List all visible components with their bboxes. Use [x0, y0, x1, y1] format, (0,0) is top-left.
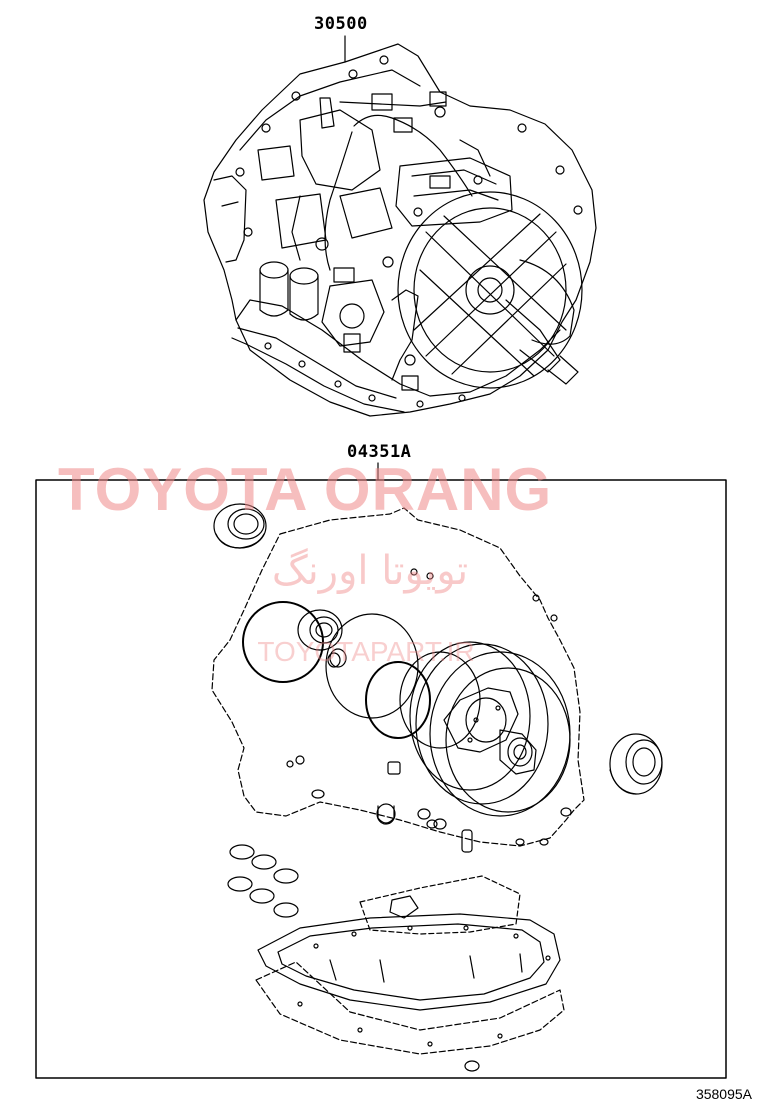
part-number-transaxle[interactable]: 30500 — [314, 14, 368, 34]
small-o-rings — [227, 844, 299, 918]
gasket-kit-drawing — [211, 503, 663, 1072]
watermark-brand: TOYOTA ORANG — [58, 456, 553, 523]
oil-seal-right — [609, 733, 663, 795]
drain-plug-gasket — [464, 1060, 480, 1072]
o-ring-large — [242, 601, 324, 683]
part-number-gasket-kit[interactable]: 04351A — [347, 442, 412, 462]
oil-seal-left — [213, 503, 267, 549]
oil-seal-small — [297, 609, 343, 651]
oil-pan — [257, 913, 561, 1011]
small-plugs — [376, 803, 473, 853]
transaxle-assembly-drawing — [203, 43, 597, 417]
watermark-site: TOYOTAPART.IR — [257, 636, 475, 667]
gasket-kit-frame — [35, 479, 727, 1079]
diagram-code: 358095A — [695, 1086, 752, 1102]
watermark-brand-persian: تویوتا اورنگ — [271, 548, 469, 594]
